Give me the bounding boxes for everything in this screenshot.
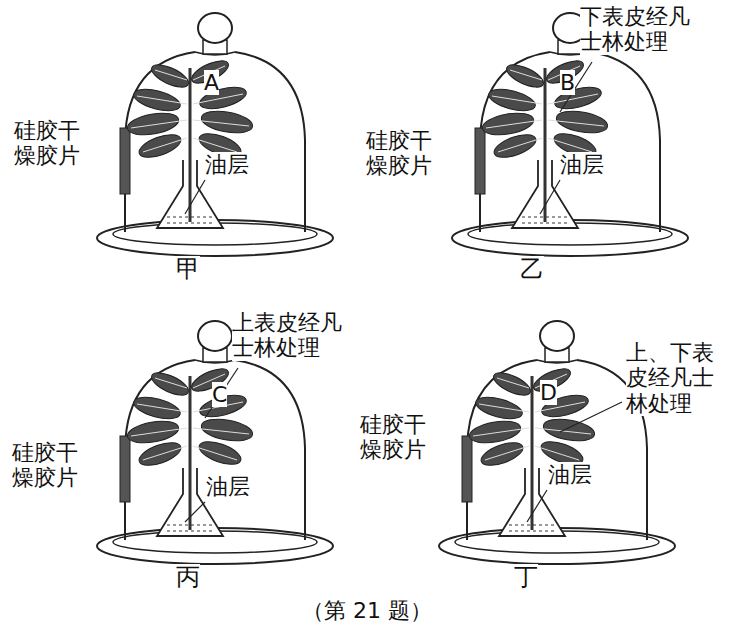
desiccant-label: 硅胶干燥胶片 — [360, 412, 428, 463]
panel-name: 甲 — [176, 256, 200, 284]
oil-label: 油层 — [206, 474, 250, 499]
oil-label: 油层 — [205, 152, 249, 177]
treatment-label: 下表皮经凡士林处理 — [580, 4, 692, 55]
treatment-label: 上表皮经凡士林处理 — [232, 310, 344, 361]
panel-name: 乙 — [520, 256, 544, 284]
desiccant-label: 硅胶干燥胶片 — [12, 440, 80, 491]
oil-label: 油层 — [560, 152, 604, 177]
caption: （第 21 题） — [302, 598, 432, 623]
treatment-label: 上、下表皮经凡士林处理 — [626, 340, 716, 416]
desiccant-label: 硅胶干燥胶片 — [366, 128, 434, 179]
jar-letter: B — [560, 70, 575, 95]
jar-letter: D — [540, 380, 557, 405]
desiccant-label: 硅胶干燥胶片 — [14, 118, 82, 169]
oil-label: 油层 — [548, 462, 592, 487]
jar-letter: C — [212, 382, 227, 407]
panel-name: 丁 — [514, 564, 538, 592]
panel-name: 丙 — [176, 564, 200, 592]
jar-letter: A — [204, 70, 219, 95]
